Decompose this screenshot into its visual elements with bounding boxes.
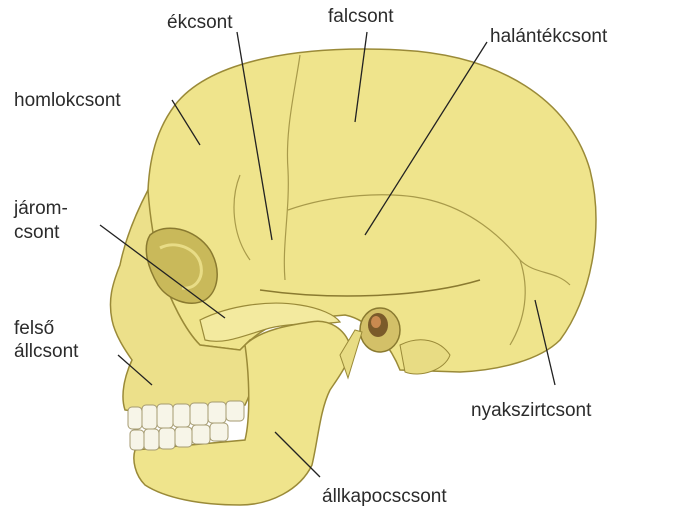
label-felso-allcsont-line1: felső: [14, 318, 54, 340]
label-jaromcsont-line2: csont: [14, 222, 59, 244]
label-ekcsont: ékcsont: [167, 12, 232, 34]
label-halantekcsont: halántékcsont: [490, 26, 607, 48]
label-allkapocscsont: állkapocscsont: [322, 486, 447, 508]
label-homlokcsont: homlokcsont: [14, 90, 121, 112]
label-jaromcsont-line1: járom-: [14, 198, 68, 220]
label-falcsont: falcsont: [328, 6, 393, 28]
label-nyakszirtcsont: nyakszirtcsont: [471, 400, 591, 422]
label-felso-allcsont-line2: állcsont: [14, 341, 78, 363]
